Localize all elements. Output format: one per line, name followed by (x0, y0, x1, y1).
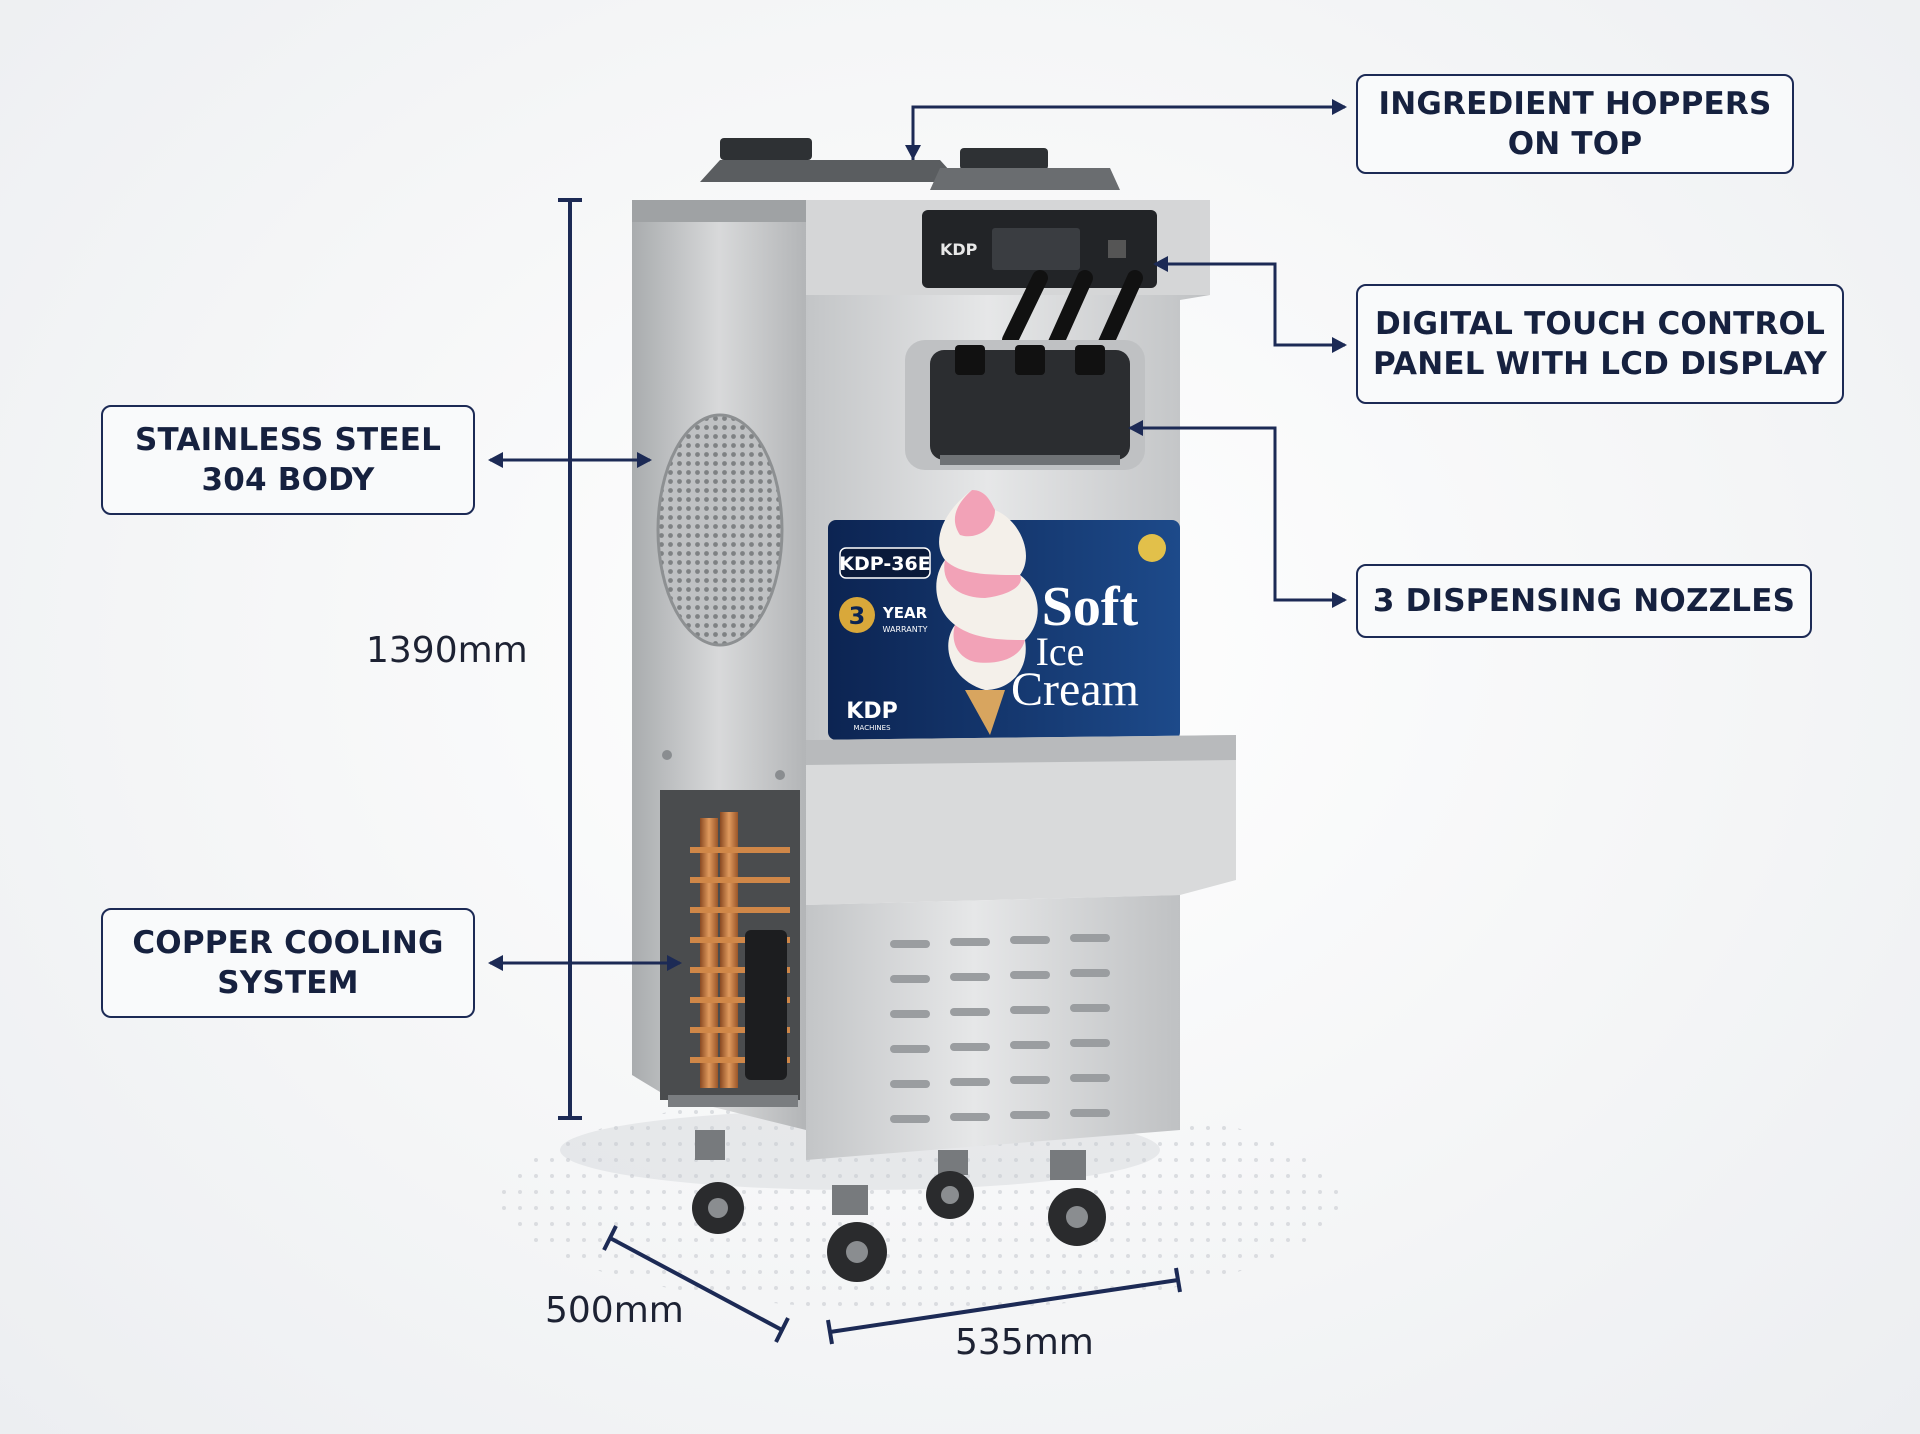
warranty-word: YEAR (882, 604, 928, 622)
banner-soft-text: Soft (1042, 576, 1139, 638)
nozzle-assembly (930, 350, 1130, 460)
callout-hoppers-line1: INGREDIENT HOPPERS (1378, 86, 1772, 122)
lcd-display (992, 228, 1080, 270)
machine-side-panel (632, 200, 806, 1130)
width-dimension-label: 535mm (955, 1322, 1094, 1363)
callout-dispensing-nozzles: 3 DISPENSING NOZZLES (1356, 564, 1812, 638)
banner-cream-text: Cream (1011, 663, 1139, 716)
arrow-body (637, 452, 652, 468)
quality-seal (1138, 534, 1166, 562)
callout-control-line1: DIGITAL TOUCH CONTROL (1374, 306, 1826, 342)
ingredient-hoppers (700, 138, 1120, 190)
arrow-control-panel (1153, 256, 1168, 272)
compressor (745, 930, 787, 1080)
callout-cooling-line2: SYSTEM (217, 965, 359, 1001)
lower-cabinet (806, 895, 1180, 1160)
arrow-hoppers (905, 145, 921, 160)
callout-body-line2: 304 BODY (201, 462, 375, 498)
soft-serve-cone-image (936, 490, 1038, 735)
arrow-control-panel-box (1332, 337, 1347, 353)
depth-dimension-line (609, 1236, 783, 1332)
banner-brand-sub: MACHINES (853, 724, 891, 732)
callout-ingredient-hoppers: INGREDIENT HOPPERS ON TOP (1356, 74, 1794, 174)
arrow-hoppers-box (1332, 99, 1347, 115)
banner-ice-text: Ice (1036, 629, 1085, 674)
callout-hoppers-line2: ON TOP (1507, 126, 1643, 162)
dimension-lines (558, 198, 1182, 1345)
arrow-body-box (488, 452, 503, 468)
model-label: KDP-36E (839, 553, 930, 575)
fan-grille (658, 415, 782, 645)
callout-control-panel: DIGITAL TOUCH CONTROL PANEL WITH LCD DIS… (1356, 284, 1844, 404)
callout-stainless-body: STAINLESS STEEL 304 BODY (101, 405, 475, 515)
callout-body-line1: STAINLESS STEEL (134, 422, 442, 458)
arrow-nozzles-box (1332, 592, 1347, 608)
ventilation-slots (890, 934, 1110, 1123)
power-switch (1108, 240, 1126, 258)
height-dimension-label: 1390mm (366, 630, 528, 671)
callout-copper-cooling: COPPER COOLING SYSTEM (101, 908, 475, 1018)
caster-wheels (692, 1130, 1106, 1282)
dispensing-handles (1002, 270, 1143, 353)
depth-dimension-label: 500mm (545, 1290, 684, 1331)
width-dimension-line (829, 1278, 1179, 1334)
callout-control-line2: PANEL WITH LCD DISPLAY (1372, 346, 1828, 382)
callout-cooling-line1: COPPER COOLING (132, 925, 444, 961)
warranty-sub: WARRANTY (883, 625, 928, 634)
dispensing-nozzles (955, 345, 1105, 375)
callout-connectors (490, 105, 1345, 965)
machine-front-body: KDP KDP-36E 3 YEAR WARRANTY KDP MACHINES (806, 200, 1236, 1160)
panel-brand-label: KDP (940, 240, 978, 259)
drip-tray (806, 735, 1236, 905)
banner-brand-label: KDP (846, 699, 897, 724)
copper-coils (690, 812, 790, 1088)
warranty-badge (839, 597, 875, 633)
arrow-cooling-box (488, 955, 503, 971)
arrow-nozzles (1128, 420, 1143, 436)
warranty-number: 3 (849, 602, 866, 630)
callout-arrowheads (488, 99, 1347, 971)
callout-nozzles-line1: 3 DISPENSING NOZZLES (1372, 583, 1796, 619)
arrow-cooling (667, 955, 682, 971)
